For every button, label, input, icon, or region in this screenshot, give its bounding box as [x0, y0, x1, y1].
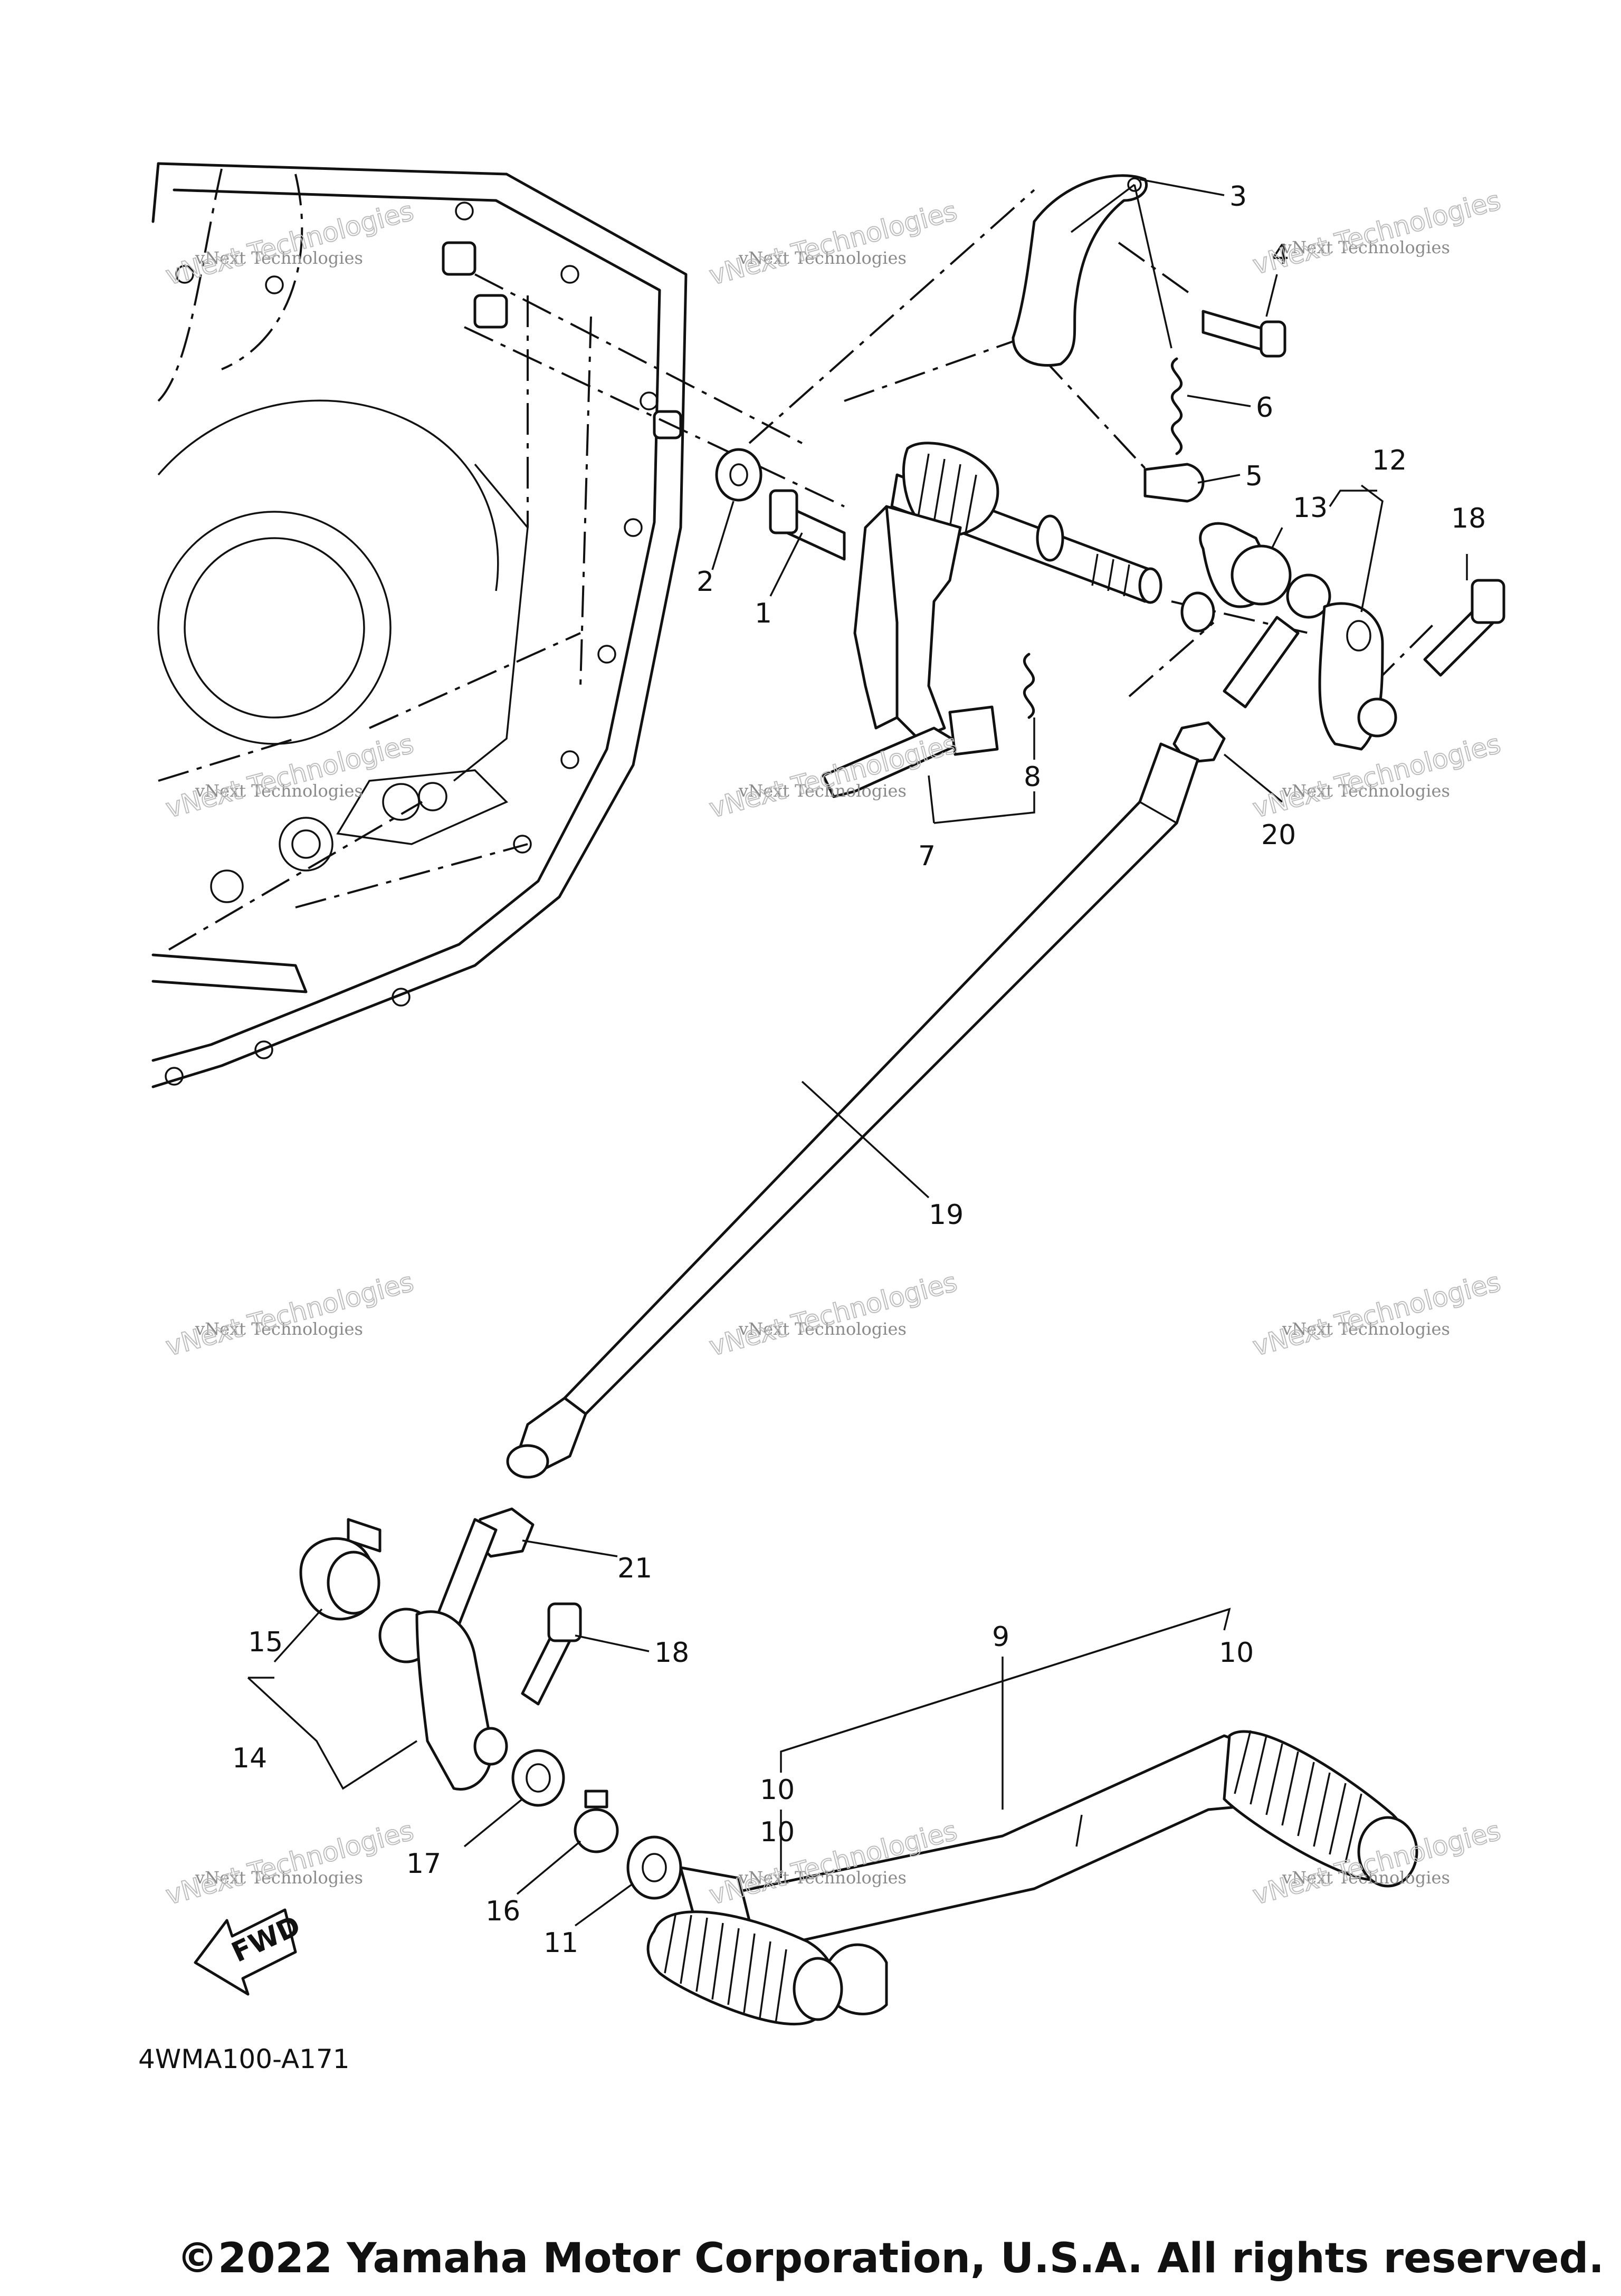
callout-18-upper: 18 [1451, 503, 1486, 534]
watermark-text: vNext Technologies [738, 248, 907, 268]
watermark-text: vNext Technologies [1250, 729, 1504, 824]
callout-10-lower: 10 [760, 1816, 795, 1848]
callout-9: 9 [992, 1621, 1009, 1653]
leader-lines [247, 178, 1468, 1927]
watermark-text: vNext Technologies [1282, 237, 1450, 257]
callout-7: 7 [918, 840, 936, 872]
diagram-code: 4WMA100-A171 [138, 2044, 350, 2074]
callout-17: 15 [248, 1627, 283, 1658]
watermark-text: vNext Technologies [1282, 1319, 1450, 1339]
watermark-text: vNext Technologies [195, 781, 363, 801]
shift-rod [473, 742, 1199, 1558]
callout-15: 13 [1293, 492, 1328, 524]
callout-16: 14 [232, 1743, 267, 1774]
watermark-text: vNext Technologies [163, 1815, 417, 1911]
callout-numbers: 3 4 6 5 12 13 18 2 1 8 7 20 19 21 15 18 … [232, 181, 1486, 1959]
callout-1: 1 [755, 598, 772, 629]
shift-shaft-assembly [464, 174, 1505, 798]
callout-20: 20 [1261, 819, 1296, 851]
watermark-text: vNext Technologies [1250, 185, 1504, 281]
callout-10-left: 10 [760, 1774, 795, 1806]
callout-11: 11 [543, 1927, 578, 1959]
shift-pedal-assembly [299, 1518, 1418, 2026]
watermark-text: vNext Technologies [1250, 1267, 1504, 1362]
callout-2: 2 [697, 566, 714, 598]
callout-21: 21 [617, 1553, 652, 1584]
callout-5: 5 [1245, 461, 1263, 492]
callout-6: 6 [1256, 392, 1273, 424]
watermark-text: vNext Technologies [706, 1267, 960, 1362]
callout-18-lower: 18 [654, 1637, 689, 1669]
callout-4: 4 [1272, 239, 1289, 271]
callout-14: 12 [1372, 445, 1407, 476]
callout-3: 3 [1229, 181, 1247, 213]
watermark-text: vNext Technologies [738, 1319, 907, 1339]
callout-12: 16 [485, 1896, 520, 1927]
watermark-text: vNext Technologies [195, 1319, 363, 1339]
copyright-notice: ©2022 Yamaha Motor Corporation, U.S.A. A… [176, 2235, 1604, 2282]
watermark-text: vNext Technologies [1282, 781, 1450, 801]
callout-10-right: 10 [1219, 1637, 1254, 1669]
watermark-text: vNext Technologies [163, 1267, 417, 1362]
watermark-text: vNext Technologies [706, 196, 960, 291]
watermark-text: vNext Technologies [195, 1868, 363, 1888]
watermark-text: vNext Technologies [738, 1868, 907, 1888]
fwd-arrow-icon: FWD [194, 1908, 306, 1996]
watermarks: vNext Technologies vNext Technologies vNe… [162, 185, 1504, 1911]
watermark-text: vNext Technologies [163, 196, 417, 291]
crankcase-outline [151, 162, 688, 1088]
callout-8: 8 [1024, 761, 1041, 793]
watermark-text: vNext Technologies [738, 781, 907, 801]
callout-13: 17 [406, 1848, 441, 1880]
watermark-text: vNext Technologies [195, 248, 363, 268]
watermark-text: vNext Technologies [706, 729, 960, 824]
callout-19: 19 [929, 1199, 964, 1231]
watermark-text: vNext Technologies [1282, 1868, 1450, 1888]
